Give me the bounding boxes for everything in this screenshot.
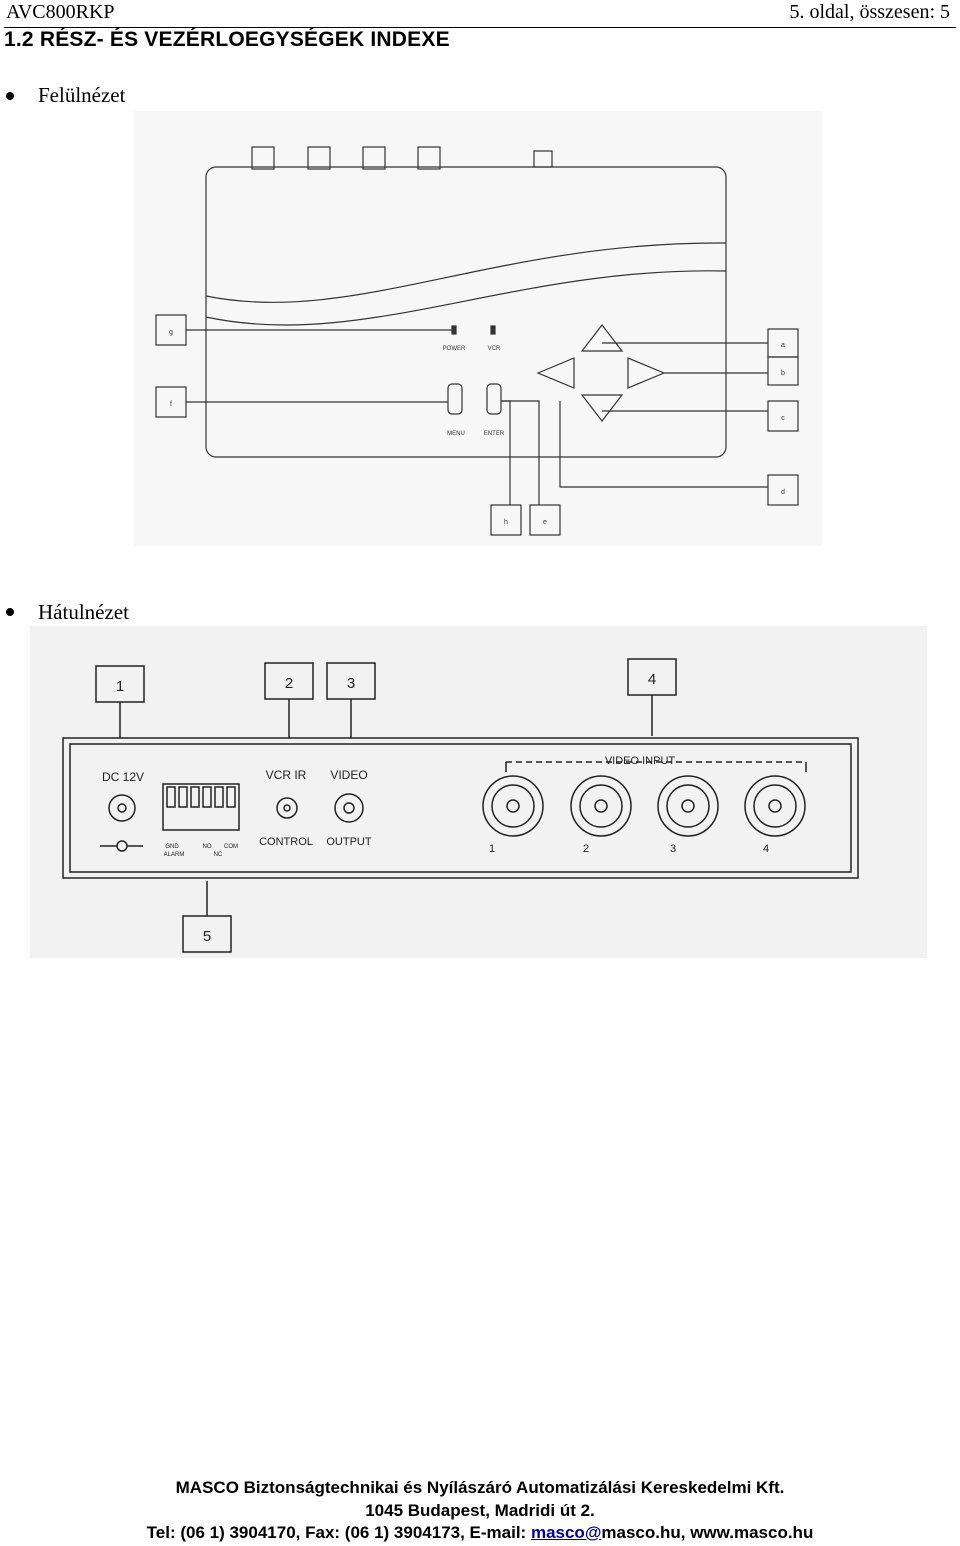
menu-label: MENU: [447, 431, 465, 437]
header-rule: [4, 27, 956, 28]
callout-b: b: [781, 370, 785, 377]
footer-web: masco.hu, www.masco.hu: [601, 1523, 814, 1542]
bullet-icon: [6, 92, 14, 100]
rear-callout-2: 2: [285, 675, 293, 692]
callout-g: g: [169, 329, 173, 336]
rear-view-label: Hátulnézet: [38, 600, 129, 624]
callout-c: c: [781, 415, 785, 422]
footer-company: MASCO Biztonságtechnikai és Nyílászáró A…: [175, 1478, 785, 1497]
section-title: 1.2 RÉSZ- ÉS VEZÉRLOEGYSÉGEK INDEXE: [4, 28, 450, 51]
output-label: OUTPUT: [326, 836, 372, 848]
rear-callout-4: 4: [648, 671, 656, 688]
video-input-label: VIDEO INPUT: [605, 755, 676, 767]
enter-label: ENTER: [484, 431, 505, 437]
alarm-label: ALARM: [164, 852, 185, 858]
callout-h: h: [504, 519, 508, 526]
dc-label: DC 12V: [102, 770, 144, 784]
rear-callout-3: 3: [347, 675, 355, 692]
page-indicator: 5. oldal, összesen: 5: [789, 1, 950, 23]
footer-phone-fax: Tel: (06 1) 3904170, Fax: (06 1) 3904173…: [146, 1523, 531, 1542]
callout-d: d: [781, 489, 785, 496]
vcr-ir-label: VCR IR: [266, 768, 307, 782]
power-label: POWER: [443, 346, 466, 352]
rear-callout-1: 1: [116, 678, 124, 695]
callout-f: f: [170, 401, 172, 408]
input-3-label: 3: [670, 843, 676, 855]
input-2-label: 2: [583, 843, 589, 855]
no-label: NO: [203, 844, 212, 850]
rear-view-figure: 1 2 3 4 5 DC 12V VCR IR VIDEO VIDEO INPU…: [30, 626, 927, 958]
control-label: CONTROL: [259, 836, 313, 848]
document-code: AVC800RKP: [6, 1, 115, 23]
nc-label: NC: [214, 852, 223, 858]
com-label: COM: [224, 844, 238, 850]
top-view-label: Felülnézet: [38, 83, 126, 107]
video-label: VIDEO: [330, 768, 367, 782]
input-4-label: 4: [763, 843, 769, 855]
rear-callout-5: 5: [203, 928, 211, 945]
input-1-label: 1: [489, 843, 495, 855]
gnd-label: GND: [165, 844, 179, 850]
footer-address: 1045 Budapest, Madridi út 2.: [365, 1501, 595, 1520]
callout-a: a: [781, 342, 785, 349]
footer-contact: Tel: (06 1) 3904170, Fax: (06 1) 3904173…: [0, 1523, 960, 1543]
vcr-label: VCR: [488, 346, 501, 352]
top-view-figure: POWER VCR MENU ENTER a b c d e f g h: [134, 111, 822, 546]
bullet-icon: [6, 608, 14, 616]
callout-e: e: [543, 519, 547, 526]
email-link[interactable]: masco@: [530, 1523, 602, 1542]
